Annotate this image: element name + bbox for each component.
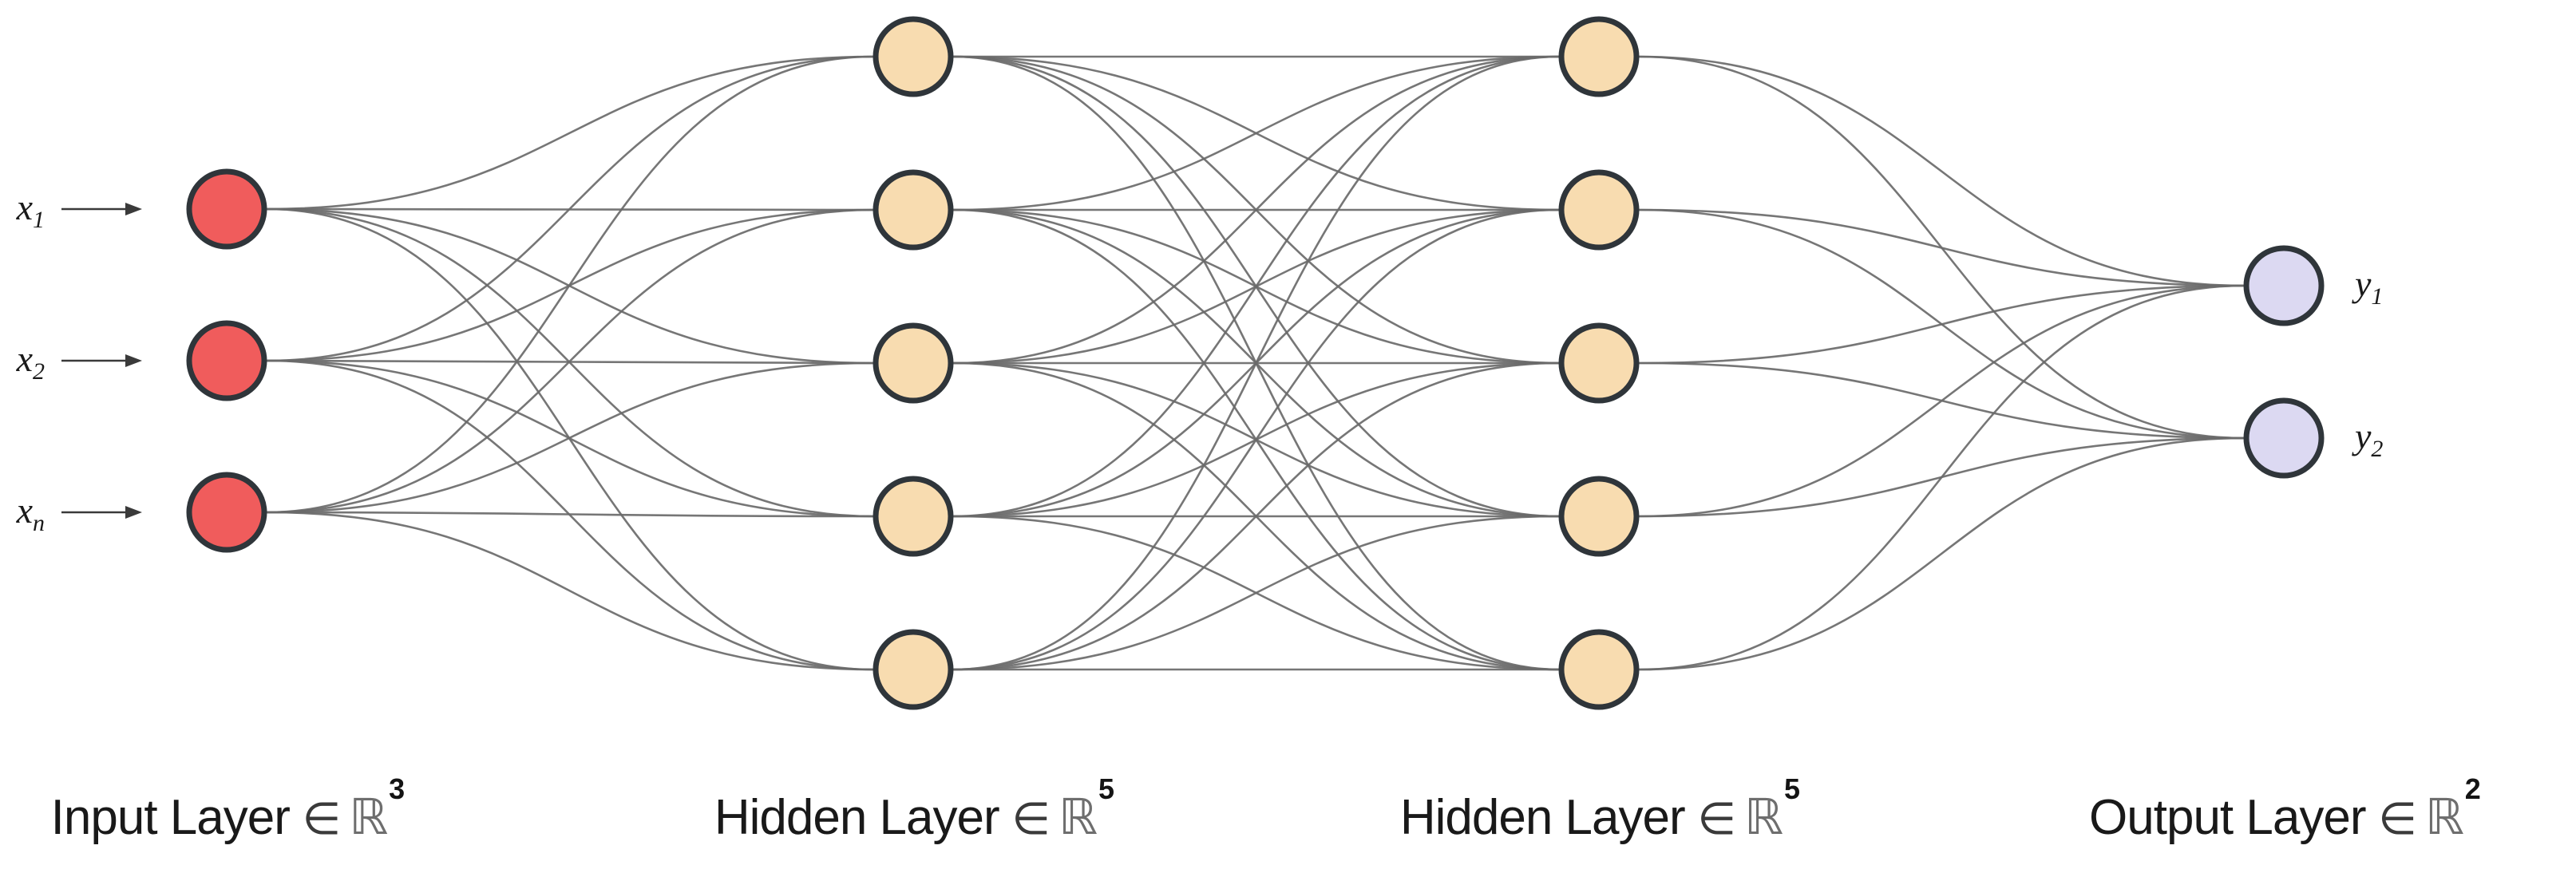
node-hidden-1-3 bbox=[873, 322, 954, 404]
node-hidden-1-2 bbox=[873, 169, 954, 251]
edge-l1n2-l2n1 bbox=[267, 55, 873, 362]
node-hidden-1-1 bbox=[873, 16, 954, 97]
node-label-y1: y1 bbox=[2352, 263, 2383, 310]
element-of-symbol: ∈ bbox=[302, 793, 341, 843]
node-hidden-2-4 bbox=[1558, 476, 1640, 557]
edge-l1n3-l2n4 bbox=[267, 511, 873, 518]
node-label-y2: y2 bbox=[2352, 416, 2383, 462]
node-output-1 bbox=[2243, 245, 2325, 326]
node-input-1 bbox=[186, 168, 267, 250]
real-numbers-symbol: ℝ bbox=[1058, 788, 1098, 846]
edge-l2n5-l3n3 bbox=[953, 361, 1559, 671]
input-arrow-head-2 bbox=[125, 354, 142, 367]
node-input-2 bbox=[186, 320, 267, 401]
edge-l3n5-l4n1 bbox=[1639, 284, 2244, 671]
edge-l1n3-l2n1 bbox=[267, 55, 873, 514]
node-hidden-1-4 bbox=[873, 476, 954, 557]
layer-name: Input Layer bbox=[50, 790, 291, 845]
node-hidden-2-3 bbox=[1558, 322, 1640, 404]
layer-label-output: Output Layer∈ℝ2 bbox=[2089, 775, 2481, 845]
node-input-3 bbox=[186, 472, 267, 553]
real-numbers-symbol: ℝ bbox=[1744, 788, 1783, 846]
edge-l3n5-l4n2 bbox=[1639, 436, 2244, 671]
real-numbers-symbol: ℝ bbox=[349, 788, 388, 846]
layer-label-hidden-2: Hidden Layer∈ℝ5 bbox=[1399, 775, 1800, 845]
element-of-symbol: ∈ bbox=[1011, 793, 1051, 843]
layer-name: Hidden Layer bbox=[714, 790, 1000, 845]
layer-dimension: 5 bbox=[1783, 772, 1800, 806]
layer-dimension: 3 bbox=[389, 772, 405, 806]
node-hidden-2-5 bbox=[1558, 629, 1640, 710]
layer-dimension: 5 bbox=[1098, 772, 1114, 806]
element-of-symbol: ∈ bbox=[2378, 793, 2417, 843]
edge-l1n1-l2n1 bbox=[267, 55, 873, 211]
node-label-x2: x2 bbox=[16, 338, 45, 385]
edge-l2n4-l3n1 bbox=[953, 55, 1559, 518]
layer-label-hidden-1: Hidden Layer∈ℝ5 bbox=[714, 775, 1114, 845]
layer-label-input: Input Layer∈ℝ3 bbox=[50, 775, 406, 845]
layer-name: Hidden Layer bbox=[1399, 790, 1686, 845]
edge-l1n3-l2n2 bbox=[267, 208, 873, 514]
edge-l2n5-l3n1 bbox=[953, 55, 1559, 671]
edge-l3n1-l4n1 bbox=[1639, 55, 2244, 287]
edge-l2n3-l3n1 bbox=[953, 55, 1559, 365]
node-output-2 bbox=[2243, 397, 2325, 479]
node-hidden-2-1 bbox=[1558, 16, 1640, 97]
layer-dimension: 2 bbox=[2464, 772, 2481, 806]
element-of-symbol: ∈ bbox=[1697, 793, 1736, 843]
edge-l1n3-l2n3 bbox=[267, 361, 873, 514]
edge-l2n5-l3n4 bbox=[953, 515, 1559, 671]
node-label-x1: x1 bbox=[16, 187, 45, 233]
real-numbers-symbol: ℝ bbox=[2424, 788, 2464, 846]
node-hidden-2-2 bbox=[1558, 169, 1640, 251]
edge-l3n2-l4n1 bbox=[1639, 208, 2244, 287]
edge-l2n5-l3n2 bbox=[953, 208, 1559, 671]
input-arrow-head-1 bbox=[125, 203, 142, 215]
edge-l3n4-l4n1 bbox=[1639, 284, 2244, 518]
node-label-xn: xn bbox=[16, 490, 45, 536]
edge-l1n3-l2n5 bbox=[267, 511, 873, 671]
edge-l3n3-l4n1 bbox=[1639, 284, 2244, 365]
node-hidden-1-5 bbox=[873, 629, 954, 710]
input-arrow-head-3 bbox=[125, 506, 142, 519]
layer-name: Output Layer bbox=[2089, 790, 2366, 845]
edge-l2n2-l3n1 bbox=[953, 55, 1559, 211]
